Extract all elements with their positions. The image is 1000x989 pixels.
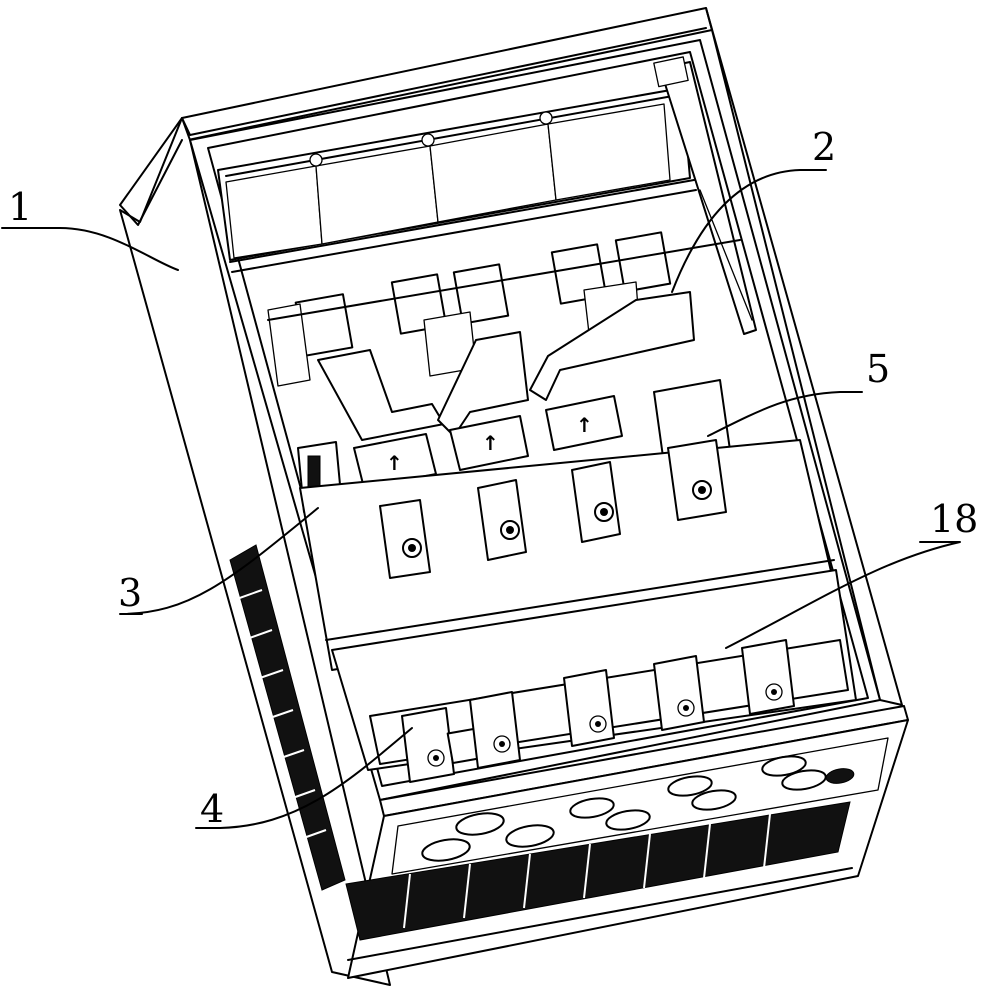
bottom-vent: [345, 801, 853, 961]
bottom-terminals: [369, 639, 849, 783]
callout-5: 5: [866, 347, 890, 391]
side-vent: [229, 544, 346, 891]
callout-labels: 1 2 3 4 5 18: [8, 125, 978, 831]
top-panels: [217, 87, 697, 273]
svg-text:↑: ↑: [482, 431, 499, 455]
callout-2: 2: [812, 125, 836, 169]
right-rail: [653, 56, 757, 335]
svg-text:↑: ↑: [576, 413, 593, 437]
svg-text:↑: ↑: [386, 451, 403, 475]
contactor-row: [267, 231, 741, 441]
callout-18: 18: [930, 497, 978, 541]
callout-leaders: [1, 169, 961, 829]
callout-4: 4: [200, 787, 224, 831]
callout-1: 1: [8, 185, 32, 229]
callout-3: 3: [118, 571, 142, 615]
output-terminals: [379, 439, 727, 579]
